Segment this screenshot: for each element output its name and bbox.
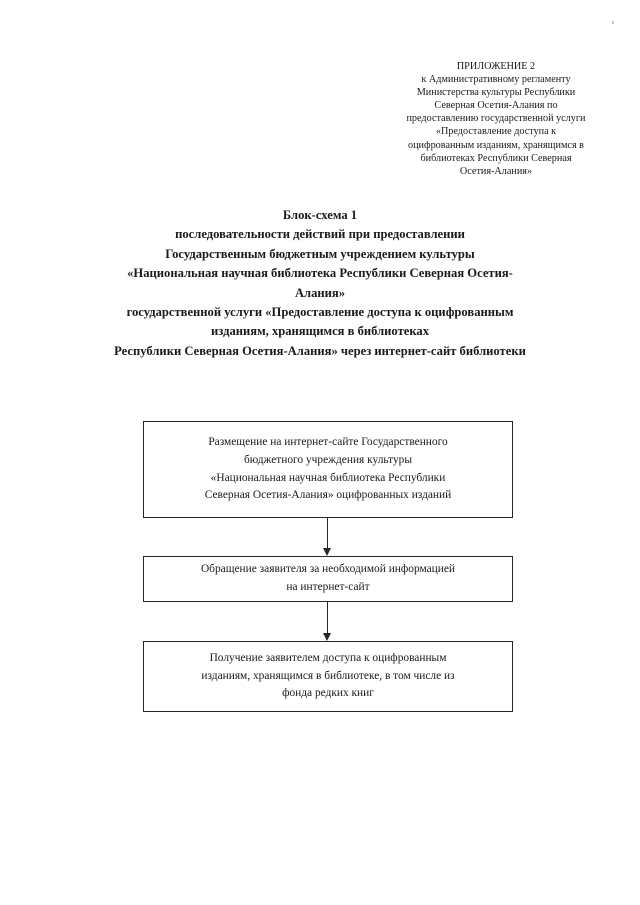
node-1-line-1: Размещение на интернет-сайте Государстве… — [208, 436, 448, 449]
node-1-line-4: Северная Осетия-Алания» оцифрованных изд… — [204, 489, 452, 502]
node-3-line-1: Получение заявителем доступа к оцифрован… — [209, 652, 447, 665]
node-1-line-3: «Национальная научная библиотека Республ… — [210, 471, 446, 484]
arrow-stem — [327, 518, 329, 549]
title-line-7: изданиям, хранящимся в библиотеках — [210, 324, 430, 339]
flowchart-node-access-granted: Получение заявителем доступа к оцифрован… — [143, 641, 513, 712]
page-title: Блок-схема 1 последовательности действий… — [56, 206, 584, 361]
node-2-line-2: на интернет-сайт — [286, 581, 370, 593]
title-line-1: Блок-схема 1 — [282, 208, 358, 222]
node-3-line-3: фонда редких книг — [282, 687, 374, 700]
flowchart-node-applicant-request-text: Обращение заявителя за необходимой инфор… — [152, 561, 504, 596]
flowchart-node-access-granted-text: Получение заявителем доступа к оцифрован… — [152, 650, 504, 703]
arrow-head-down-icon — [323, 633, 332, 641]
appendix-header-line-6: «Предоставление доступа к — [435, 126, 557, 138]
appendix-header-line-1: ПРИЛОЖЕНИЕ 2 — [456, 61, 536, 72]
arrow-stem — [327, 602, 329, 634]
appendix-header-line-9: Осетия-Алания» — [459, 165, 533, 177]
title-line-5: Алания» — [294, 285, 346, 300]
appendix-header-line-5: предоставлению государственной услуги — [406, 113, 586, 125]
scan-artifact-speck — [612, 21, 614, 24]
appendix-header-line-3: Министерства культуры Республики — [416, 87, 576, 99]
title-line-2: последовательности действий при предоста… — [175, 227, 465, 242]
flowchart-node-applicant-request: Обращение заявителя за необходимой инфор… — [143, 556, 513, 602]
arrow-head-down-icon — [323, 548, 332, 556]
appendix-header-line-2: к Административному регламенту — [421, 74, 571, 86]
appendix-reference-header: ПРИЛОЖЕНИЕ 2 к Административному регламе… — [368, 60, 624, 178]
appendix-header-line-8: библиотеках Республики Северная — [420, 152, 572, 164]
node-1-line-2: бюджетного учреждения культуры — [243, 453, 413, 466]
title-line-4: «Национальная научная библиотека Республ… — [127, 266, 513, 281]
title-line-6: государственной услуги «Предоставление д… — [126, 305, 514, 320]
node-2-line-1: Обращение заявителя за необходимой инфор… — [200, 563, 456, 576]
node-3-line-2: изданиям, хранящимся в библиотеке, в том… — [201, 669, 455, 682]
appendix-header-line-4: Северная Осетия-Алания по — [434, 100, 558, 112]
flowchart-node-publication: Размещение на интернет-сайте Государстве… — [143, 421, 513, 518]
appendix-header-line-7: оцифрованным изданиям, хранящимся в — [407, 139, 584, 151]
title-line-3: Государственным бюджетным учреждением ку… — [165, 246, 475, 261]
flowchart-node-publication-text: Размещение на интернет-сайте Государстве… — [152, 434, 504, 504]
title-line-8: Республики Северная Осетия-Алания» через… — [114, 343, 526, 358]
